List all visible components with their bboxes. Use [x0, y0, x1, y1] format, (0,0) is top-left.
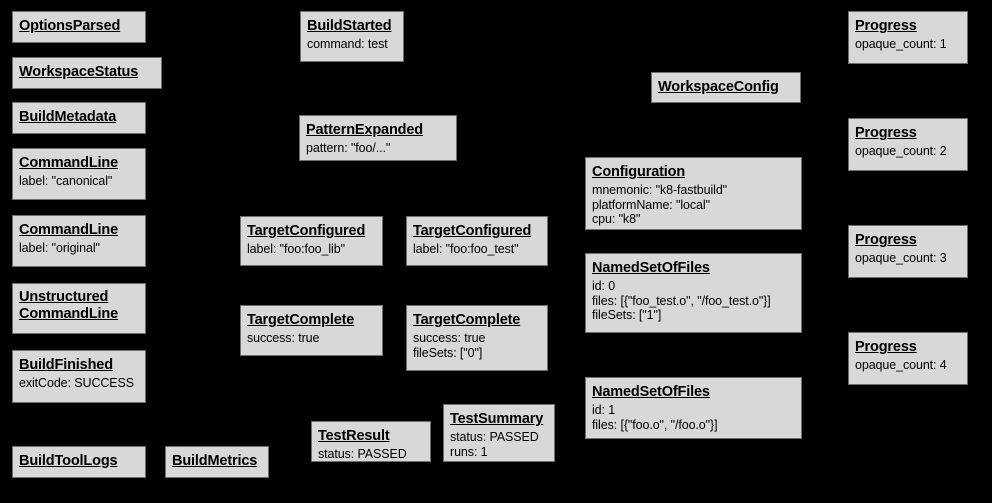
node-fields-pattern-expanded: pattern: "foo/..." — [306, 141, 450, 156]
graph-node-command-line-canonical[interactable]: CommandLine label: "canonical" — [12, 148, 146, 200]
node-field: platformName: "local" — [592, 197, 710, 212]
node-title-command-line-canonical: CommandLine — [19, 155, 119, 171]
graph-node-progress-4[interactable]: Progress opaque_count: 4 — [848, 332, 968, 385]
graph-node-workspace-status[interactable]: WorkspaceStatus — [12, 57, 162, 89]
node-fields-target-complete-foo-lib: success: true — [247, 331, 376, 346]
node-title-test-summary: TestSummary — [450, 411, 544, 427]
node-field: label: "foo:foo_lib" — [247, 241, 345, 256]
node-field: id: 0 — [592, 278, 616, 293]
node-title-command-line-original: CommandLine — [19, 222, 119, 238]
node-title-build-metrics: BuildMetrics — [172, 453, 258, 469]
graph-node-options-parsed[interactable]: OptionsParsed — [12, 11, 146, 43]
node-title-target-configured-foo-lib: TargetConfigured — [247, 223, 366, 239]
node-title-configuration: Configuration — [592, 164, 686, 180]
node-field: command: test — [307, 36, 388, 51]
node-field: opaque_count: 2 — [855, 143, 947, 158]
node-fields-command-line-canonical: label: "canonical" — [19, 174, 139, 189]
graph-node-build-tool-logs[interactable]: BuildToolLogs — [12, 446, 146, 478]
node-fields-progress-3: opaque_count: 3 — [855, 251, 961, 266]
graph-node-progress-1[interactable]: Progress opaque_count: 1 — [848, 11, 968, 64]
node-title-named-set-of-files-0: NamedSetOfFiles — [592, 260, 710, 276]
node-field: label: "foo:foo_test" — [413, 241, 519, 256]
graph-node-test-result[interactable]: TestResult status: PASSED — [311, 421, 431, 462]
node-field: success: true — [413, 330, 486, 345]
node-title-build-tool-logs: BuildToolLogs — [19, 453, 118, 469]
node-field: success: true — [247, 330, 320, 345]
node-title-build-finished: BuildFinished — [19, 357, 113, 373]
node-field: opaque_count: 3 — [855, 250, 947, 265]
graph-node-build-metadata[interactable]: BuildMetadata — [12, 102, 146, 134]
node-fields-target-configured-foo-lib: label: "foo:foo_lib" — [247, 242, 376, 257]
node-title-build-metadata: BuildMetadata — [19, 109, 117, 125]
node-fields-configuration: mnemonic: "k8-fastbuild"platformName: "l… — [592, 183, 795, 227]
graph-node-target-configured-foo-test[interactable]: TargetConfigured label: "foo:foo_test" — [406, 216, 548, 266]
graph-node-target-complete-foo-lib[interactable]: TargetComplete success: true — [240, 305, 383, 356]
node-title-progress-2: Progress — [855, 125, 917, 141]
graph-node-target-configured-foo-lib[interactable]: TargetConfigured label: "foo:foo_lib" — [240, 216, 383, 266]
node-field: fileSets: ["1"] — [592, 308, 662, 323]
node-title-progress-1: Progress — [855, 18, 917, 34]
node-fields-target-configured-foo-test: label: "foo:foo_test" — [413, 242, 541, 257]
node-title-progress-3: Progress — [855, 232, 917, 248]
node-title-named-set-of-files-1: NamedSetOfFiles — [592, 384, 710, 400]
node-field: label: "original" — [19, 240, 100, 255]
node-field: runs: 1 — [450, 444, 488, 459]
node-title-progress-4: Progress — [855, 339, 917, 355]
node-fields-progress-1: opaque_count: 1 — [855, 37, 961, 52]
node-field: id: 1 — [592, 402, 616, 417]
node-field: mnemonic: "k8-fastbuild" — [592, 182, 728, 197]
node-field: files: [{"foo_test.o", "/foo_test.o"}] — [592, 293, 771, 308]
node-fields-test-result: status: PASSED — [318, 447, 424, 462]
node-field: status: PASSED — [318, 446, 407, 461]
graph-node-build-finished[interactable]: BuildFinished exitCode: SUCCESS — [12, 350, 146, 403]
node-title-build-started: BuildStarted — [307, 18, 392, 34]
node-title-target-configured-foo-test: TargetConfigured — [413, 223, 532, 239]
graph-node-pattern-expanded[interactable]: PatternExpanded pattern: "foo/..." — [299, 115, 457, 161]
node-title-workspace-status: WorkspaceStatus — [19, 64, 139, 80]
node-field: exitCode: SUCCESS — [19, 375, 135, 390]
node-field: status: PASSED — [450, 429, 539, 444]
node-fields-progress-2: opaque_count: 2 — [855, 144, 961, 159]
node-title-pattern-expanded: PatternExpanded — [306, 122, 423, 138]
node-title-workspace-config: WorkspaceConfig — [658, 79, 779, 95]
node-title-target-complete-foo-test: TargetComplete — [413, 312, 521, 328]
node-field: opaque_count: 4 — [855, 357, 947, 372]
graph-node-configuration[interactable]: Configuration mnemonic: "k8-fastbuild"pl… — [585, 157, 802, 230]
node-fields-progress-4: opaque_count: 4 — [855, 358, 961, 373]
node-field: label: "canonical" — [19, 173, 113, 188]
graph-node-build-metrics[interactable]: BuildMetrics — [165, 446, 269, 478]
node-fields-build-started: command: test — [307, 37, 397, 52]
node-field: fileSets: ["0"] — [413, 345, 483, 360]
node-title-target-complete-foo-lib: TargetComplete — [247, 312, 355, 328]
graph-node-progress-2[interactable]: Progress opaque_count: 2 — [848, 118, 968, 171]
node-fields-command-line-original: label: "original" — [19, 241, 139, 256]
graph-node-command-line-original[interactable]: CommandLine label: "original" — [12, 215, 146, 267]
node-title-test-result: TestResult — [318, 428, 390, 444]
node-title-unstructured-command-line: Unstructured CommandLine — [19, 289, 119, 323]
node-title-options-parsed: OptionsParsed — [19, 18, 121, 34]
node-field: cpu: "k8" — [592, 212, 641, 227]
node-fields-build-finished: exitCode: SUCCESS — [19, 376, 139, 391]
node-field: pattern: "foo/..." — [306, 140, 391, 155]
graph-node-workspace-config[interactable]: WorkspaceConfig — [651, 72, 801, 103]
graph-node-build-started[interactable]: BuildStarted command: test — [300, 11, 404, 62]
graph-node-progress-3[interactable]: Progress opaque_count: 3 — [848, 225, 968, 278]
node-field: files: [{"foo.o", "/foo.o"}] — [592, 417, 718, 432]
graph-node-unstructured-command-line[interactable]: Unstructured CommandLine — [12, 283, 146, 334]
node-field: opaque_count: 1 — [855, 36, 947, 51]
